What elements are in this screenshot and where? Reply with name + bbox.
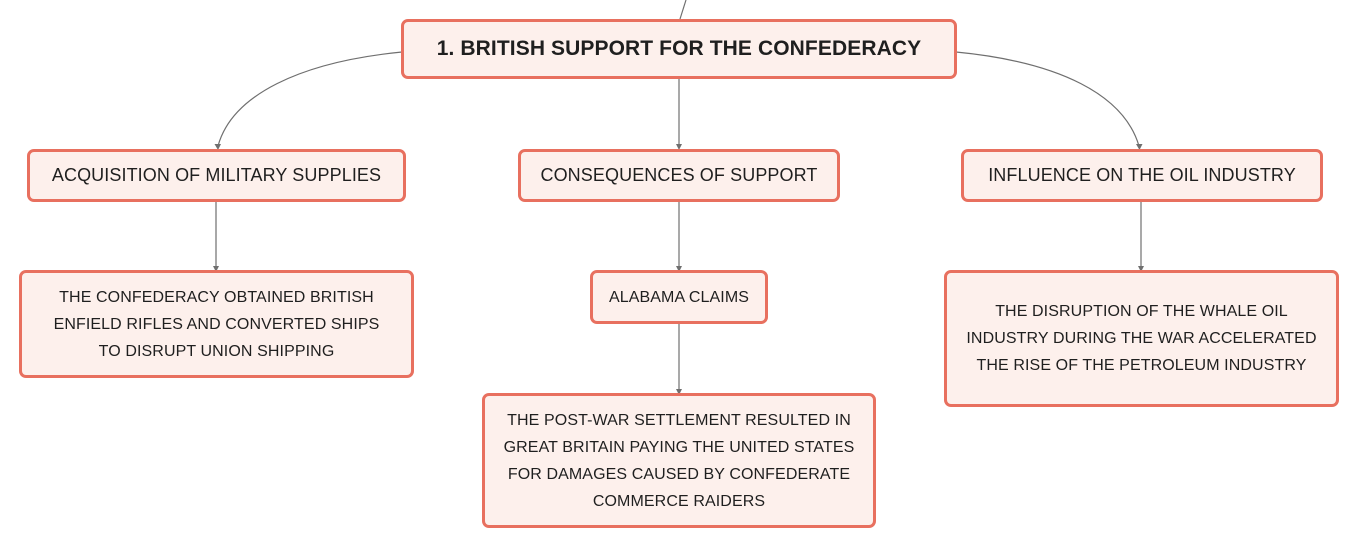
detail-node-post-war-settlement[interactable]: THE POST-WAR SETTLEMENT RESULTED IN GREA… — [482, 393, 876, 528]
detail-node-text: THE POST-WAR SETTLEMENT RESULTED IN GREA… — [503, 411, 855, 510]
branch-node-consequences[interactable]: CONSEQUENCES OF SUPPORT — [518, 149, 840, 202]
branch-node-oil-industry[interactable]: INFLUENCE ON THE OIL INDUSTRY — [961, 149, 1323, 202]
detail-node-enfield-rifles[interactable]: THE CONFEDERACY OBTAINED BRITISH ENFIELD… — [19, 270, 414, 378]
connector-root-to-acquisition — [217, 51, 403, 147]
root-node-label: 1. BRITISH SUPPORT FOR THE CONFEDERACY — [436, 37, 922, 60]
detail-node-text: THE CONFEDERACY OBTAINED BRITISH ENFIELD… — [53, 288, 380, 360]
arrowhead-oil-detail — [1138, 266, 1144, 272]
arrowhead-alabama — [676, 266, 682, 272]
arrowhead-alabama-detail — [676, 389, 682, 395]
arrowhead-consequences — [676, 144, 682, 150]
branch-node-label: CONSEQUENCES OF SUPPORT — [540, 165, 818, 185]
root-node[interactable]: 1. BRITISH SUPPORT FOR THE CONFEDERACY — [401, 19, 957, 79]
detail-node-whale-oil[interactable]: THE DISRUPTION OF THE WHALE OIL INDUSTRY… — [944, 270, 1339, 407]
connector-parent-to-root — [679, 0, 687, 20]
arrowheads — [213, 144, 1144, 395]
branch-node-label: INFLUENCE ON THE OIL INDUSTRY — [988, 165, 1296, 185]
arrowhead-oil — [1136, 144, 1143, 150]
sub-node-label: ALABAMA CLAIMS — [608, 288, 750, 306]
connector-root-to-oil — [955, 51, 1140, 147]
sub-node-alabama-claims[interactable]: ALABAMA CLAIMS — [590, 270, 768, 324]
arrowhead-acquisition — [214, 144, 221, 150]
arrowhead-acquisition-detail — [213, 266, 219, 272]
branch-node-label: ACQUISITION OF MILITARY SUPPLIES — [51, 165, 382, 185]
branch-node-acquisition[interactable]: ACQUISITION OF MILITARY SUPPLIES — [27, 149, 406, 202]
detail-node-text: THE DISRUPTION OF THE WHALE OIL INDUSTRY… — [966, 303, 1317, 374]
